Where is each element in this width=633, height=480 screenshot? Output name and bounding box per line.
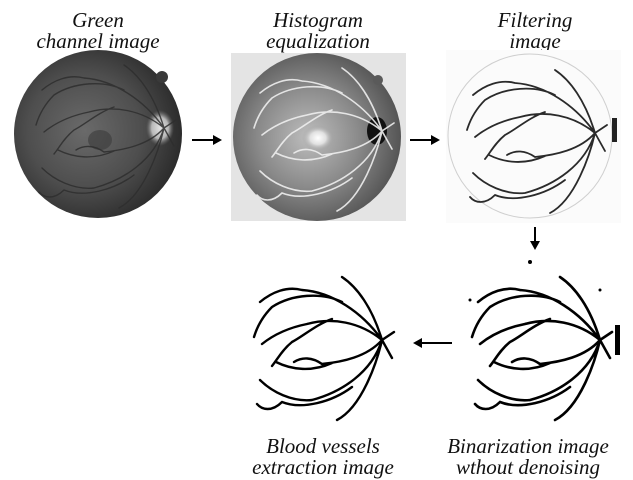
filtered-fundus bbox=[446, 50, 621, 223]
green-channel-fundus bbox=[14, 50, 182, 218]
histogram-equalized-fundus bbox=[231, 53, 406, 221]
noise-dot bbox=[469, 299, 472, 302]
arrow-binarize-to-vessels bbox=[413, 338, 452, 348]
histeq-notch bbox=[373, 75, 383, 85]
noise-dot bbox=[599, 289, 602, 292]
arrow-green-to-histeq bbox=[192, 135, 222, 145]
arrow-histeq-to-filter bbox=[410, 135, 440, 145]
histeq-bright-spot bbox=[302, 125, 334, 151]
binarized-fundus bbox=[469, 260, 621, 420]
filter-edge-mark bbox=[612, 118, 617, 142]
binary-edge-mark bbox=[615, 325, 620, 355]
fundus-notch bbox=[156, 71, 168, 83]
arrow-head-icon bbox=[431, 135, 440, 145]
vessel-tree bbox=[472, 277, 612, 420]
arrow-head-icon bbox=[213, 135, 222, 145]
extracted-vessels bbox=[254, 277, 394, 420]
noise-dot bbox=[528, 260, 532, 264]
arrow-head-icon bbox=[530, 241, 540, 250]
arrow-head-icon bbox=[413, 338, 422, 348]
arrow-filter-to-binarize bbox=[530, 227, 540, 250]
vessel-tree bbox=[254, 277, 394, 420]
